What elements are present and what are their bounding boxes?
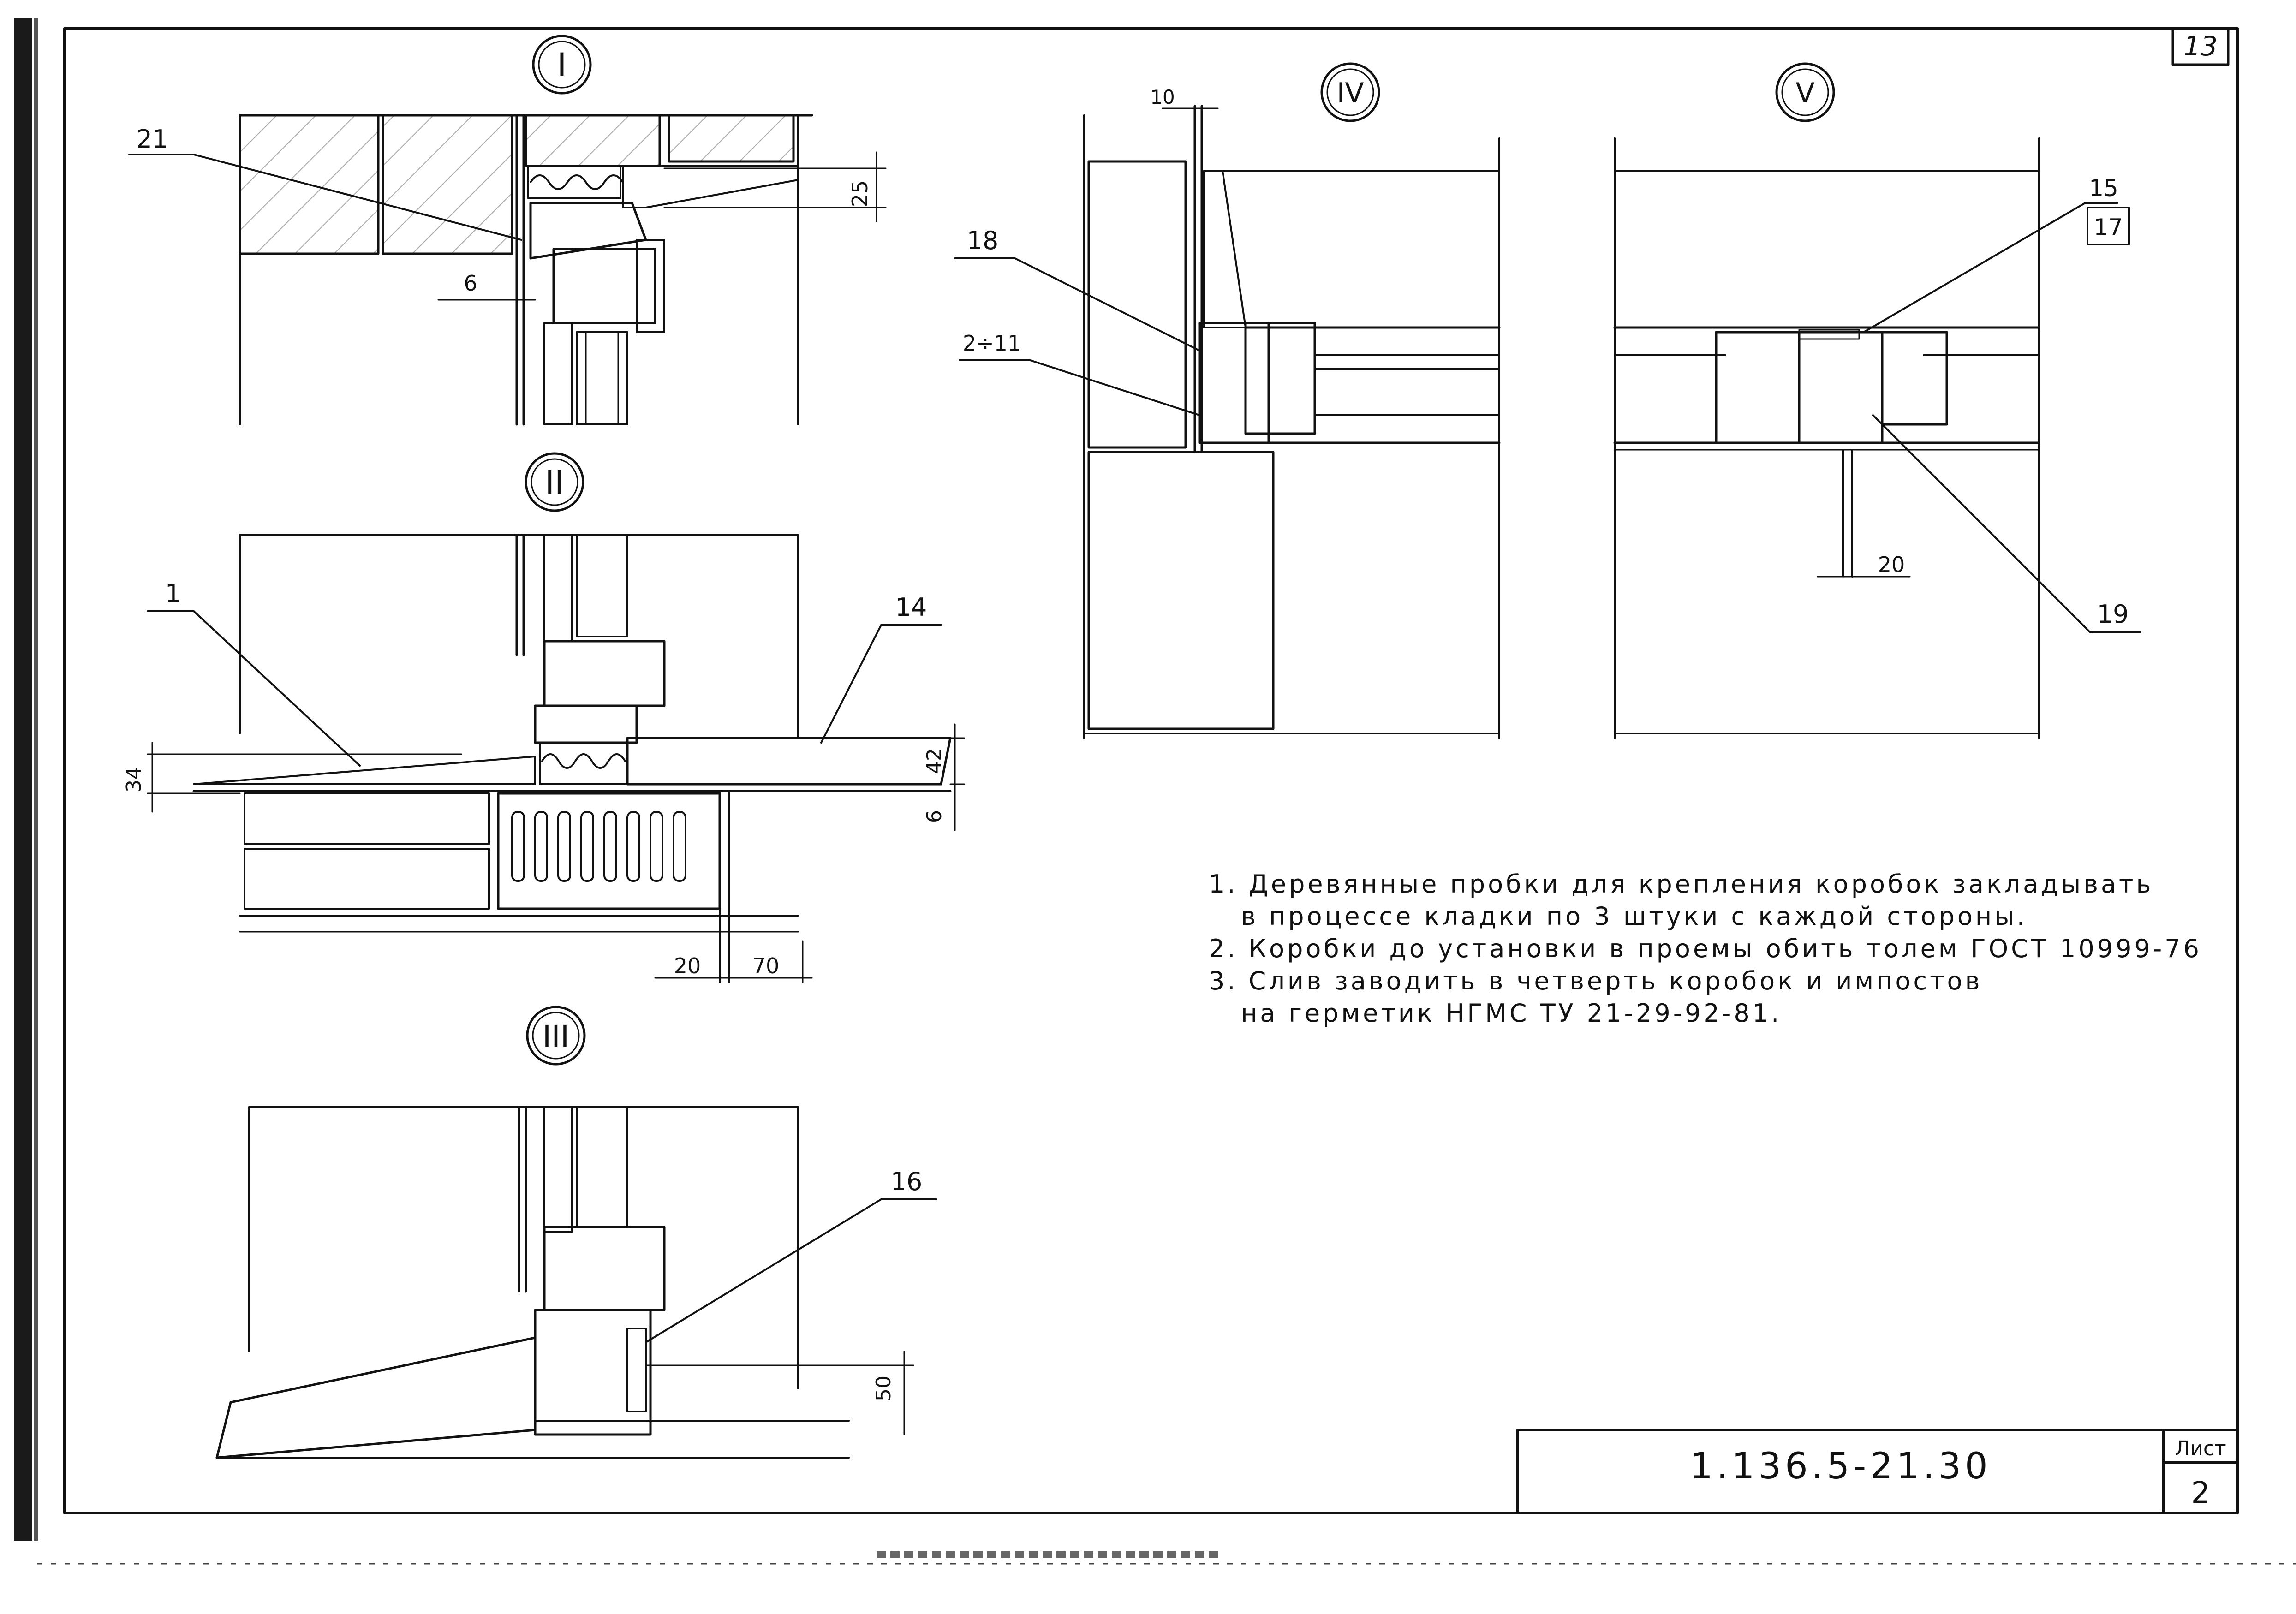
note-3-line-2: на герметик НГМС ТУ 21-29-92-81. [1241, 999, 1782, 1028]
dim-50: 50 [872, 1376, 895, 1401]
section-I-label: I [557, 46, 567, 84]
note-3-line-1: 3. Слив заводить в четверть коробок и им… [1209, 966, 1982, 995]
callout-1: 1 [165, 579, 181, 608]
section-IV: IV 10 18 2÷11 [954, 62, 1501, 739]
callout-15: 15 [2089, 175, 2118, 202]
callout-21: 21 [137, 125, 168, 154]
sheet-frame [63, 27, 2239, 1514]
dim-10: 10 [1150, 86, 1175, 108]
designation: 1.136.5-21.30 [1690, 1446, 1991, 1487]
section-II: II [122, 452, 965, 983]
callout-19: 19 [2097, 600, 2129, 629]
callout-2-11: 2÷11 [963, 331, 1021, 356]
section-I: I 25 6 [128, 35, 887, 426]
section-IV-label: IV [1337, 77, 1364, 109]
page-number: 13 [2183, 30, 2218, 62]
dim-42: 42 [923, 748, 946, 774]
note-1-line-2: в процессе кладки по 3 штуки с каждой ст… [1241, 902, 2028, 931]
section-V: V 20 15 17 19 [1613, 62, 2141, 739]
dim-34: 34 [122, 767, 146, 792]
dim-25: 25 [847, 180, 872, 208]
callout-17: 17 [2093, 214, 2123, 241]
dim-20-b: 20 [1878, 552, 1905, 577]
section-V-label: V [1795, 77, 1814, 109]
section-III: III 50 16 [215, 1006, 937, 1459]
dim-6-top: 6 [464, 271, 477, 296]
dim-70: 70 [752, 953, 780, 978]
callout-16: 16 [891, 1167, 923, 1196]
note-1-line-1: 1. Деревянные пробки для крепления короб… [1209, 870, 2153, 899]
dim-6-sill: 6 [923, 810, 946, 823]
note-2: 2. Коробки до установки в проемы обить т… [1209, 934, 2202, 963]
section-II-label: II [545, 464, 564, 501]
callout-18: 18 [967, 226, 999, 255]
sheet-label: Лист [2175, 1437, 2226, 1460]
section-III-label: III [543, 1019, 569, 1054]
title-block [1516, 1429, 2239, 1514]
notes: 1. Деревянные пробки для крепления короб… [1209, 870, 2202, 1028]
binding-strip [14, 18, 32, 1541]
page-number-box: 13 [2171, 27, 2230, 66]
callout-14: 14 [895, 593, 927, 622]
sheet-number: 2 [2191, 1476, 2210, 1510]
dim-20-a: 20 [674, 953, 701, 978]
